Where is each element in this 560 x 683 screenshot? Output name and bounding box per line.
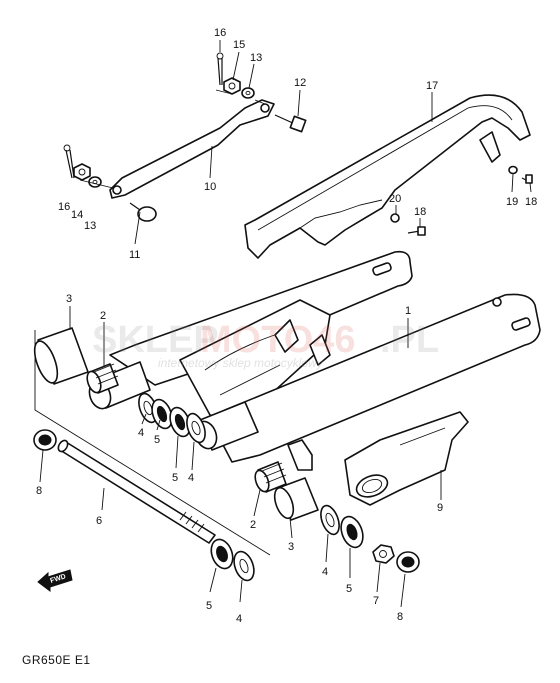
callout-18-rear: 18 — [525, 196, 537, 208]
watermark-brand-c: .PL — [380, 319, 439, 361]
callout-8-far: 8 — [36, 485, 42, 497]
pivot-shaft — [57, 439, 216, 544]
callout-2-near: 2 — [250, 519, 256, 531]
dust-seal-5-near — [340, 515, 364, 549]
chain-buffer — [344, 411, 469, 506]
thrust-washer-4-near — [320, 504, 340, 536]
alignment-lines — [34, 89, 271, 556]
callout-16-lower: 16 — [58, 201, 70, 213]
callout-13-lower: 13 — [84, 220, 96, 232]
leader-lines — [39, 40, 532, 608]
callout-4-far-right: 4 — [188, 472, 194, 484]
callout-11: 11 — [129, 249, 140, 261]
callout-5-shaft: 5 — [206, 600, 212, 612]
chain-case-washer-19 — [508, 165, 518, 175]
callout-20: 20 — [389, 193, 401, 205]
chain-case-bolt-18-upper — [407, 226, 426, 236]
callout-14: 14 — [71, 209, 83, 221]
callout-4-near: 4 — [322, 566, 328, 578]
torque-link-bolt-11 — [129, 202, 157, 222]
callout-3-near: 3 — [288, 541, 294, 553]
cap-8-far — [33, 429, 57, 451]
chain-case-bolt-18-rear — [521, 174, 533, 184]
callouts: 16 15 13 12 17 16 14 13 10 11 20 18 19 1… — [36, 27, 537, 625]
callout-12: 12 — [294, 77, 306, 89]
thrust-washer-4-shaft — [233, 550, 255, 582]
callout-8-near: 8 — [397, 611, 403, 623]
cotter-pin-16-upper — [216, 52, 224, 86]
cotter-pin-16-lower — [63, 144, 75, 179]
bearing-2-far — [86, 363, 119, 394]
callout-4-shaft: 4 — [236, 613, 242, 625]
cap-8-near — [396, 551, 420, 573]
callout-10: 10 — [204, 181, 216, 193]
nut-15 — [223, 77, 241, 95]
callout-9: 9 — [437, 502, 443, 514]
callout-4-far-left: 4 — [138, 427, 144, 439]
callout-2-far: 2 — [100, 310, 106, 322]
callout-13-upper: 13 — [250, 52, 262, 64]
callout-7: 7 — [373, 595, 379, 607]
callout-6: 6 — [96, 515, 102, 527]
watermark-brand-b: MOTO46 — [200, 319, 356, 361]
thrust-washer-4-far-right — [186, 412, 206, 444]
callout-18-upper: 18 — [414, 206, 426, 218]
dust-seal-5-far-left — [151, 398, 173, 430]
callout-5-near: 5 — [346, 583, 352, 595]
callout-17: 17 — [426, 80, 438, 92]
callout-15: 15 — [233, 39, 245, 51]
washer-13-lower — [88, 176, 102, 188]
nut-14 — [73, 163, 91, 181]
model-caption: GR650E E1 — [22, 653, 91, 667]
dust-seal-5-shaft — [210, 538, 234, 570]
pivot-nut-7 — [372, 544, 395, 564]
callout-19: 19 — [506, 196, 518, 208]
torque-link — [109, 99, 275, 199]
spacer-3-near — [273, 477, 319, 521]
watermark-brand-a: SKLEP — [92, 319, 219, 361]
callout-5-far-right: 5 — [172, 472, 178, 484]
spacer-3-far — [33, 327, 89, 385]
callout-5-far-left: 5 — [154, 434, 160, 446]
fwd-label: FWD — [49, 573, 66, 585]
callout-16-upper: 16 — [214, 27, 226, 39]
forward-direction-arrow: FWD — [37, 569, 73, 592]
chain-case-washer-20 — [390, 213, 400, 223]
dust-seal-5-far-right — [169, 406, 191, 438]
bearing-2-near — [254, 461, 287, 493]
washer-13-upper — [241, 87, 255, 99]
watermark: SKLEP MOTO46 .PL internetowy sklep motoc… — [92, 319, 439, 370]
callout-3-far: 3 — [66, 293, 72, 305]
watermark-tagline: internetowy sklep motocyklowy — [158, 356, 324, 370]
callout-1: 1 — [405, 305, 411, 317]
chain-case — [244, 94, 531, 259]
torque-link-bolt-12 — [274, 114, 307, 133]
